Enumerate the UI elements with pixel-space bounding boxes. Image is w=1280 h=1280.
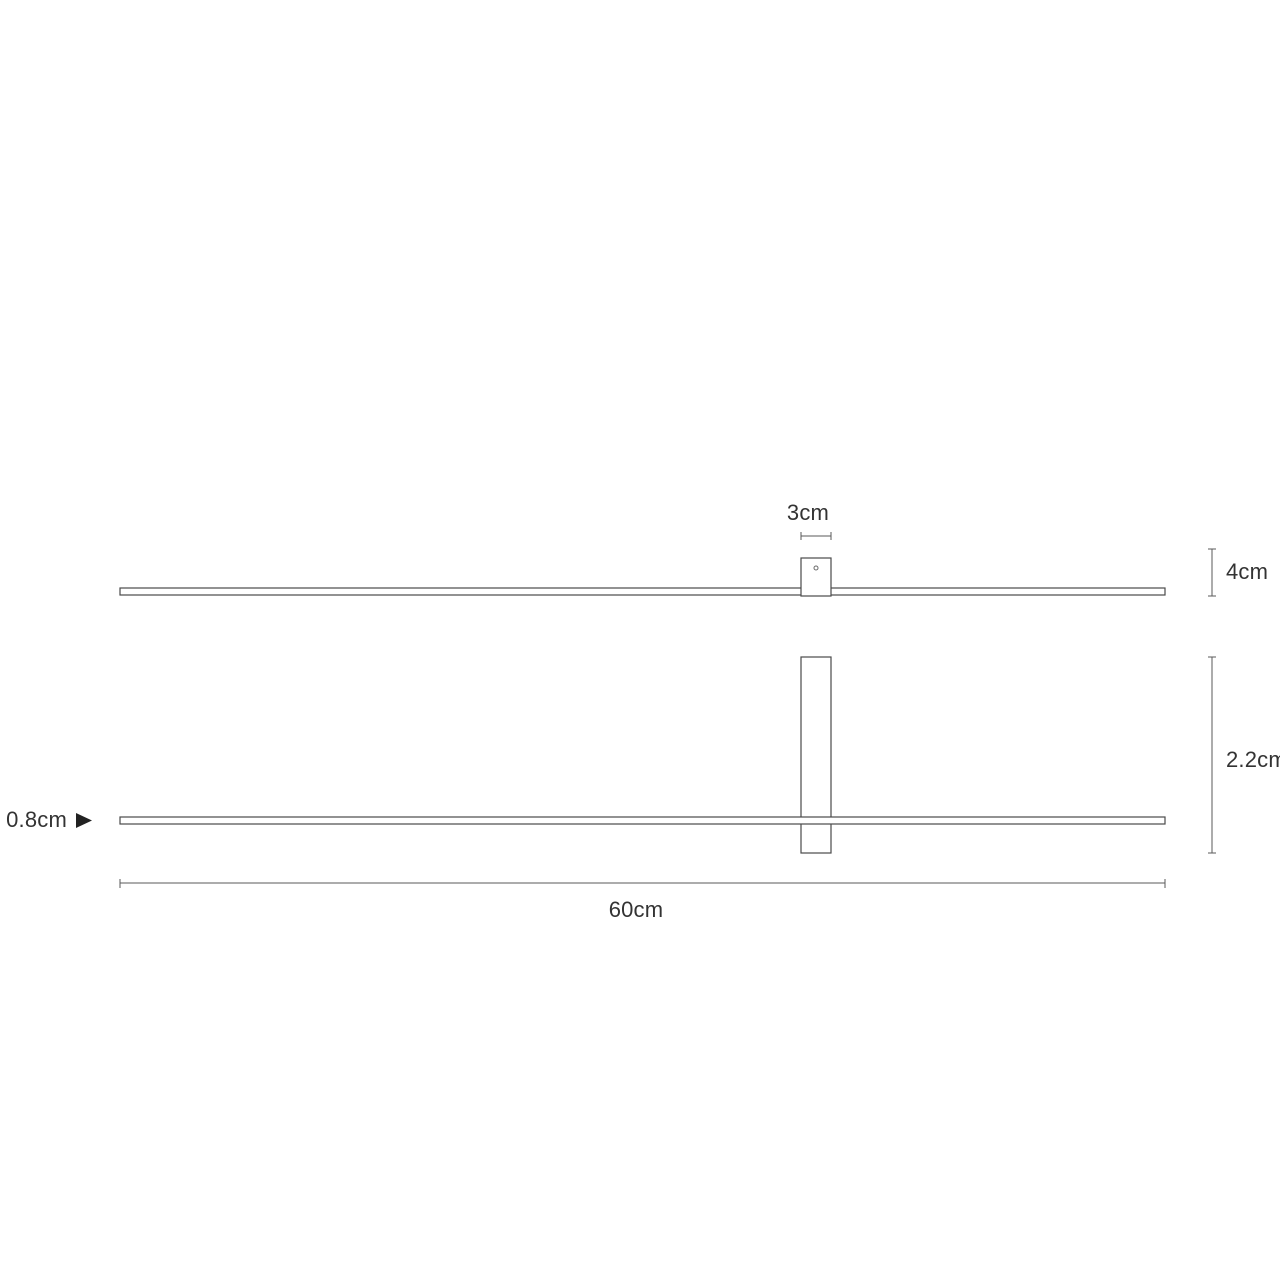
mount-screw-hole <box>813 565 819 571</box>
side-view: 2.2cm 0.8cm 60cm <box>6 656 1280 922</box>
side-height-dimension <box>1208 656 1216 854</box>
top-mount-bracket <box>800 557 832 597</box>
top-bar <box>119 587 1166 596</box>
top-height-dimension <box>1208 548 1216 597</box>
top-view: 3cm 4cm <box>119 500 1268 597</box>
right-triangle-arrow-icon <box>76 813 92 828</box>
total-length-dimension <box>119 879 1166 888</box>
side-height-label: 2.2cm <box>1226 747 1280 772</box>
top-height-label: 4cm <box>1226 559 1268 584</box>
bar-thickness-label: 0.8cm <box>6 807 67 832</box>
bracket-width-dimension <box>800 532 832 540</box>
total-length-label: 60cm <box>609 897 664 922</box>
side-bar <box>119 816 1166 825</box>
bracket-width-label: 3cm <box>787 500 829 525</box>
